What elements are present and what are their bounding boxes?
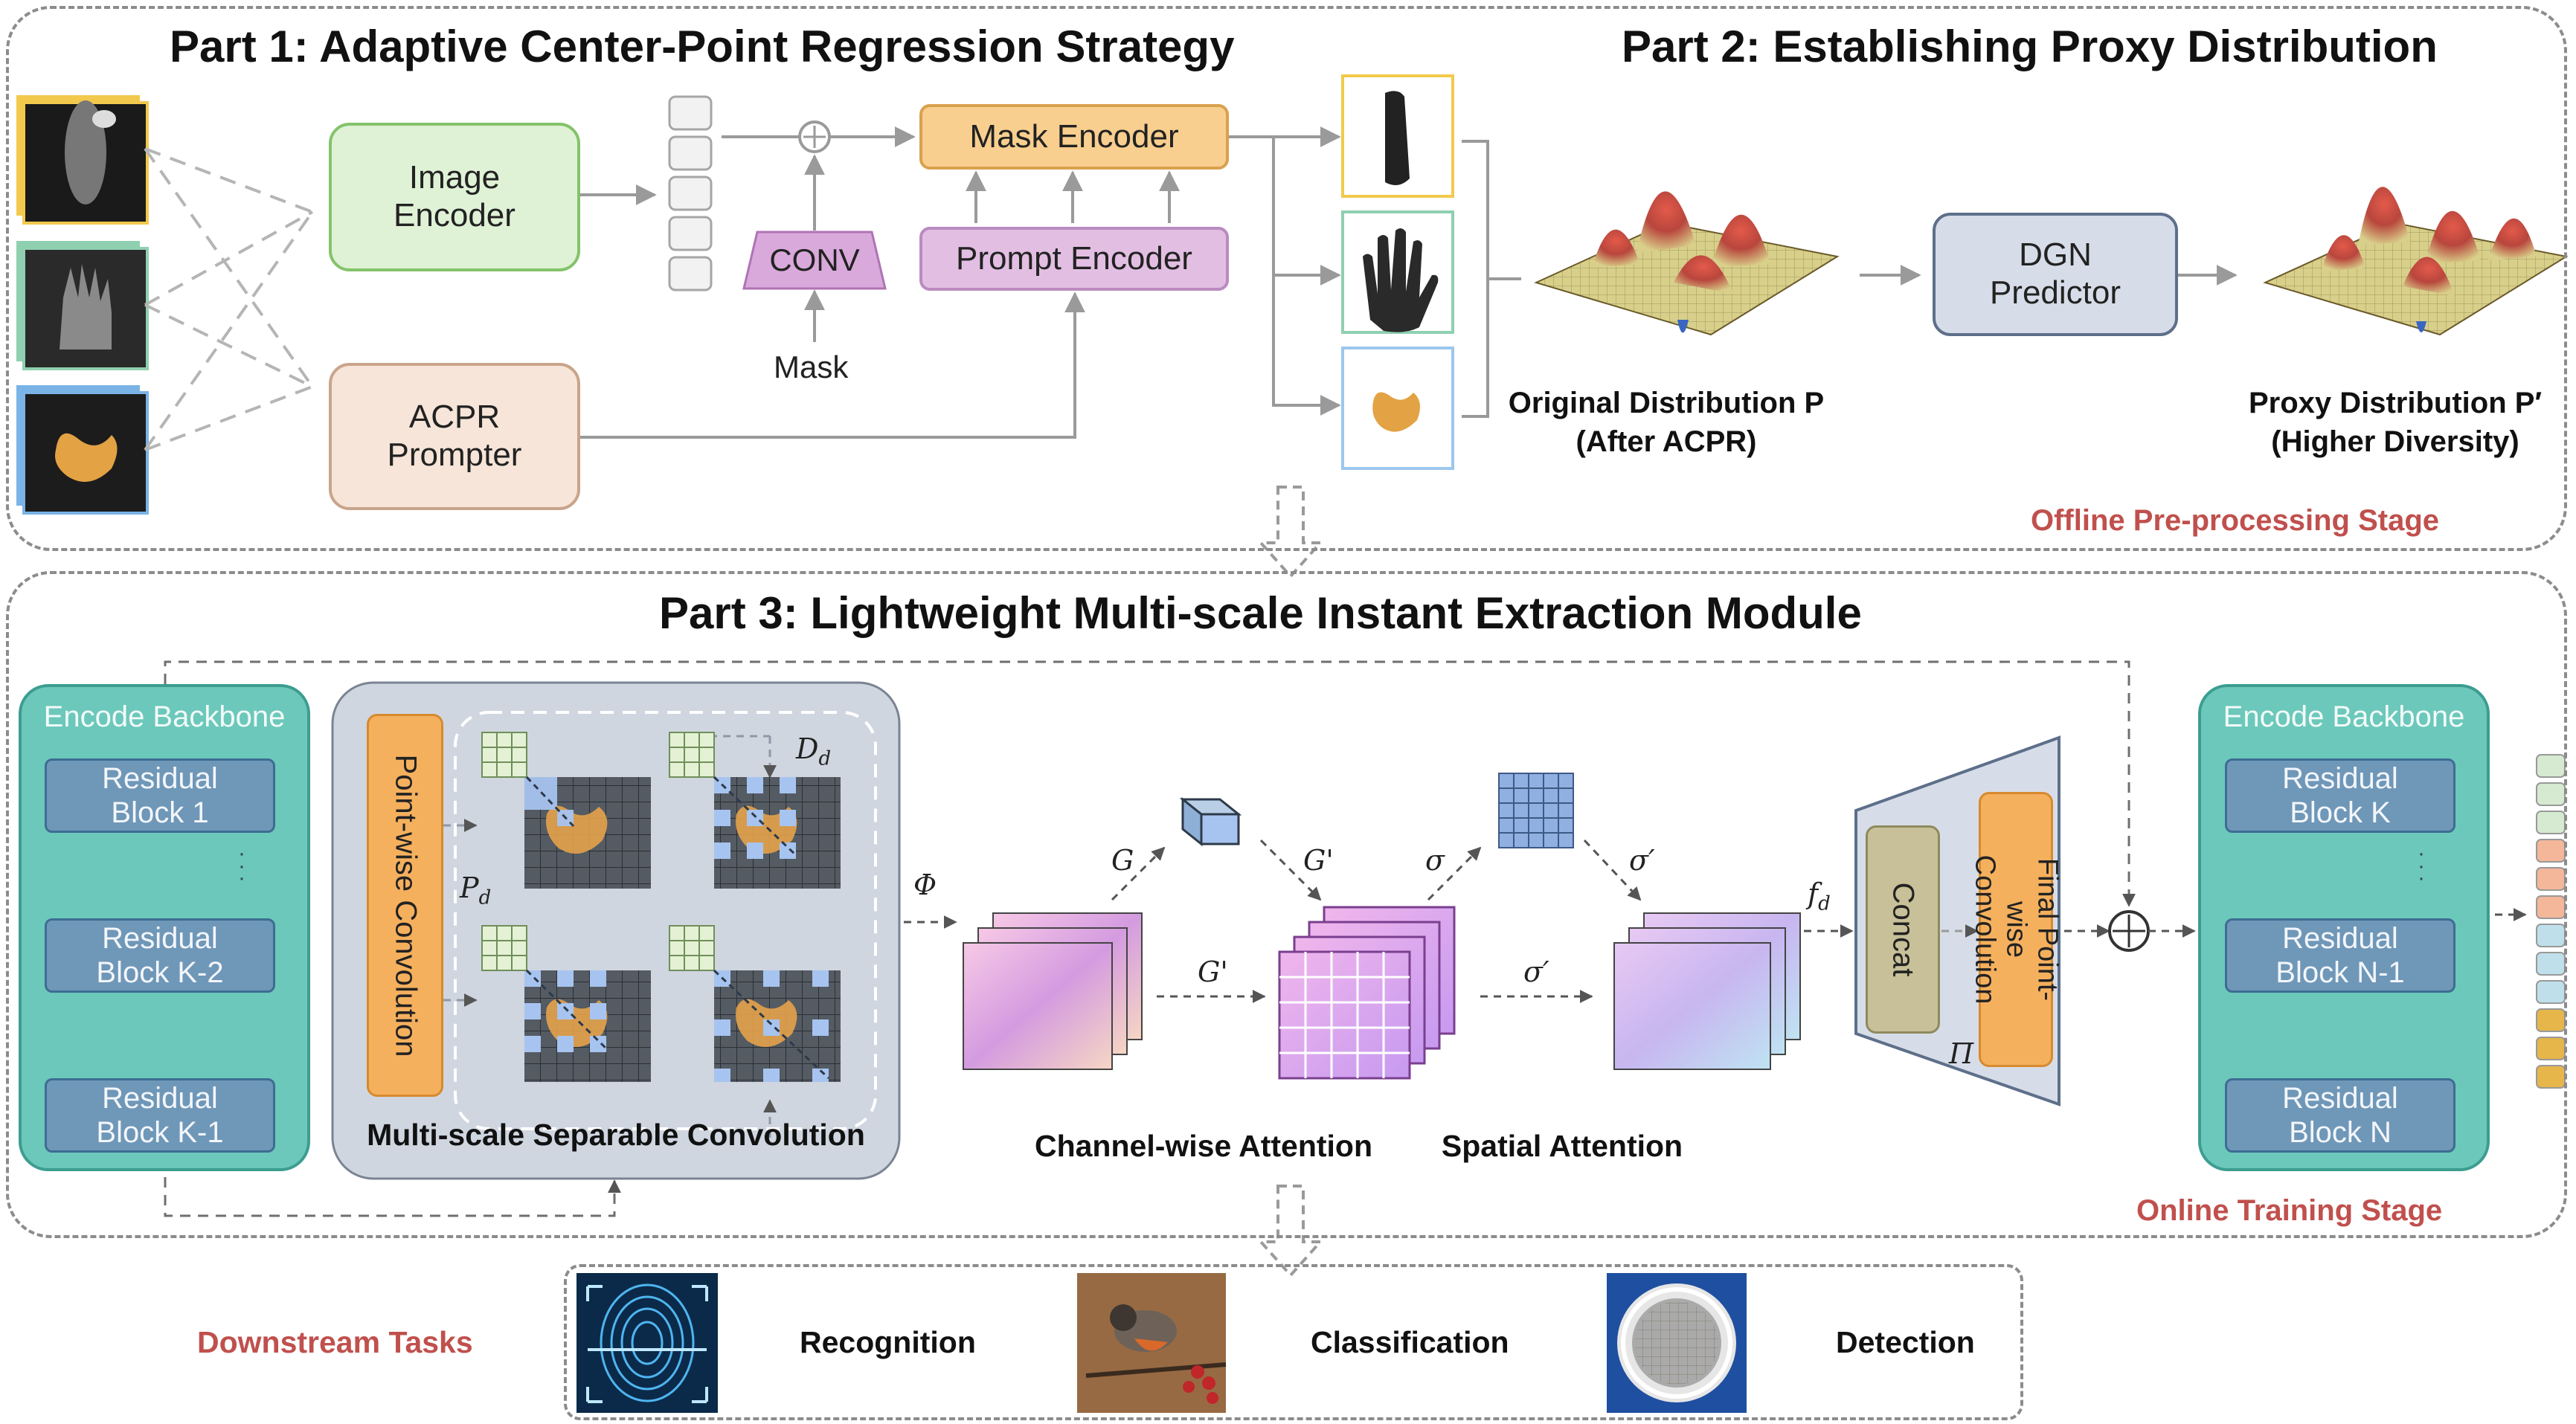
residual-block-1: Residual Block 1	[45, 758, 275, 833]
backbone-left-ellipsis: · · ·	[238, 841, 245, 890]
mask-thumb-finger	[1341, 74, 1454, 198]
sigma-prime-mid-label: σ′	[1523, 956, 1549, 988]
part1-title: Part 1: Adaptive Center-Point Regression…	[170, 22, 1235, 71]
msc-caption: Multi-scale Separable Convolution	[367, 1118, 865, 1152]
msc-grid-3	[481, 925, 651, 1082]
dd-label: Dd	[796, 732, 832, 770]
down-arrow-1	[1257, 486, 1324, 579]
msc-grid-2	[669, 732, 841, 889]
backbone-left-title: Encode Backbone	[43, 700, 286, 733]
pointwise-conv-label: Point-wise Convolution	[389, 754, 422, 1057]
output-token-stack	[2536, 754, 2566, 1089]
concat-box: Concat	[1866, 825, 1940, 1034]
backbone-right-title: Encode Backbone	[2223, 700, 2465, 733]
mask-label: Mask	[774, 349, 849, 384]
conv-label: CONV	[769, 242, 860, 277]
token-column	[668, 95, 713, 291]
down-arrow-2	[1257, 1185, 1324, 1278]
pi-label: Π	[1949, 1037, 1974, 1070]
proxy-distribution-caption: Proxy Distribution P′ (Higher Diversity)	[2248, 387, 2543, 458]
acpr-prompter-box: ACPR Prompter	[329, 363, 580, 510]
input-stack-1	[16, 95, 149, 225]
offline-stage-label: Offline Pre-processing Stage	[2031, 504, 2440, 537]
residual-block-k: Residual Block K	[2225, 758, 2455, 833]
mask-thumb-cashew	[1341, 347, 1454, 470]
prompt-encoder-box: Prompt Encoder	[919, 227, 1229, 291]
g-prime-top-label: G'	[1303, 844, 1334, 877]
task-recognition: Recognition	[800, 1325, 976, 1359]
input-stack-2	[16, 241, 149, 370]
msc-grid-1	[481, 732, 651, 889]
backbone-right-ellipsis: · · ·	[2418, 841, 2425, 890]
concat-label: Concat	[1886, 882, 1920, 977]
residual-block-n: Residual Block N	[2225, 1078, 2455, 1153]
fingerprint-thumb	[576, 1273, 718, 1413]
channel-attention-grid	[1278, 906, 1456, 1080]
g-prime-mid-label: G'	[1198, 956, 1228, 988]
g-label: G	[1111, 844, 1134, 877]
spatial-attention-map	[1498, 773, 1574, 848]
online-stage-panel	[6, 571, 2567, 1238]
proxy-distribution-surface	[2263, 187, 2569, 336]
skip-connections	[164, 660, 2136, 1217]
conv-block	[742, 231, 887, 290]
bird-thumb	[1077, 1273, 1227, 1413]
online-stage-label: Online Training Stage	[2136, 1194, 2443, 1227]
part3-title: Part 3: Lightweight Multi-scale Instant …	[659, 588, 1862, 638]
offline-stage-panel	[6, 6, 2567, 551]
residual-block-n-1: Residual Block N-1	[2225, 918, 2455, 993]
sigma-label: σ	[1425, 844, 1445, 877]
residual-block-k-2: Residual Block K-2	[45, 918, 275, 993]
part2-title: Part 2: Establishing Proxy Distribution	[1622, 22, 2438, 71]
task-detection: Detection	[1836, 1325, 1975, 1359]
downstream-panel	[564, 1264, 2023, 1420]
original-distribution-caption: Original Distribution P (After ACPR)	[1508, 387, 1825, 458]
feature-maps-output	[1613, 912, 1801, 1070]
msc-grid-4	[669, 925, 841, 1082]
feature-maps-input	[963, 912, 1143, 1070]
dgn-predictor-box: DGN Predictor	[1933, 213, 2178, 336]
final-pointwise-box: Final Point-wise Convolution	[1970, 792, 2063, 1067]
fd-label: fd	[1808, 877, 1831, 915]
input-fan-lines	[144, 147, 314, 451]
pd-label: Pd	[460, 872, 492, 909]
task-classification: Classification	[1311, 1325, 1509, 1359]
downstream-label: Downstream Tasks	[197, 1325, 473, 1359]
sigma-prime-top-label: σ′	[1629, 844, 1655, 877]
pointwise-conv-bar: Point-wise Convolution	[367, 714, 443, 1097]
detection-thumb	[1607, 1273, 1747, 1413]
final-pointwise-label: Final Point-wise Convolution	[1970, 854, 2063, 1005]
mask-encoder-box: Mask Encoder	[919, 104, 1229, 170]
mask-thumb-hand	[1341, 210, 1454, 334]
channel-vector-cuboid	[1179, 796, 1242, 847]
residual-block-k-1: Residual Block K-1	[45, 1078, 275, 1153]
phi-label: Φ	[913, 869, 937, 901]
image-encoder-box: Image Encoder	[329, 123, 580, 271]
channel-attention-caption: Channel-wise Attention	[1034, 1129, 1373, 1163]
spatial-attention-caption: Spatial Attention	[1441, 1129, 1683, 1163]
input-stack-3	[16, 385, 149, 515]
original-distribution-surface	[1534, 191, 1840, 336]
